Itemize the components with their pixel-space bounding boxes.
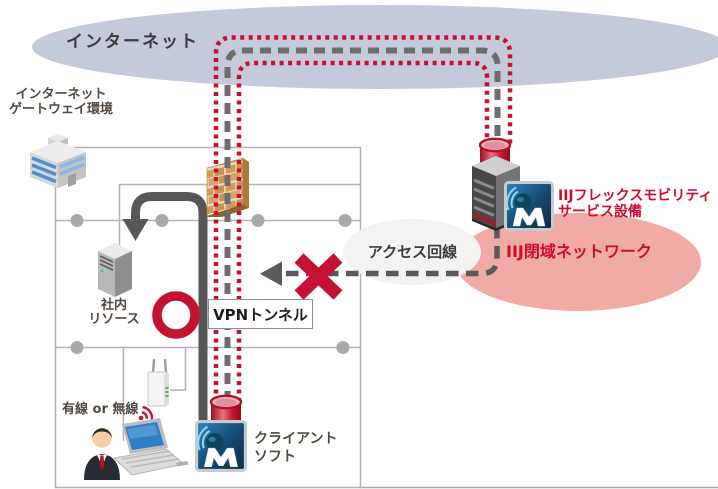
server-connector-line bbox=[118, 183, 360, 246]
ap-connector-line bbox=[170, 347, 187, 391]
iij-closed-network-ellipse bbox=[455, 213, 701, 311]
blocked-route-dashed-line bbox=[272, 226, 500, 277]
traffic-path-to-internal bbox=[131, 192, 208, 424]
lan-node-dot bbox=[70, 214, 84, 227]
iij-flex-mobility-label: IIJフレックスモビリティ サービス設備 bbox=[558, 188, 713, 220]
laptop-icon bbox=[112, 418, 189, 476]
lan-node-dot bbox=[336, 341, 350, 354]
internal-resources-label: 社内 リソース bbox=[88, 298, 140, 327]
access-line-ellipse bbox=[343, 219, 481, 285]
wireless-ap-icon bbox=[147, 358, 169, 407]
internet-gateway-label: インターネット ゲートウェイ環境 bbox=[8, 87, 113, 117]
internal-server-icon bbox=[98, 243, 132, 297]
lan-node-dot bbox=[155, 214, 169, 227]
iij-closed-network-label: IIJ閉域ネットワーク bbox=[506, 242, 652, 261]
service-m-logo-icon bbox=[504, 181, 554, 231]
client-m-logo-icon bbox=[195, 420, 247, 472]
vpn-tunnel-label-text: VPNトンネル bbox=[213, 305, 308, 324]
wifi-icon bbox=[138, 405, 154, 421]
lan-node-dot bbox=[251, 214, 265, 227]
internet-label: インターネット bbox=[66, 32, 199, 52]
iij-equipment-server-icon bbox=[472, 156, 520, 231]
lan-node-dot bbox=[70, 341, 84, 354]
tunnel-traffic-dashed-line bbox=[224, 47, 501, 402]
lan-node-dot bbox=[338, 214, 352, 227]
access-line-label: アクセス回線 bbox=[367, 243, 458, 261]
gateway-building-icon bbox=[30, 134, 86, 188]
allowed-circle-icon bbox=[152, 291, 200, 339]
left-arrow-icon bbox=[260, 261, 282, 286]
down-arrow-icon bbox=[122, 219, 149, 241]
vpn-tunnel-label: VPNトンネル bbox=[208, 299, 313, 329]
user-workstation bbox=[84, 418, 189, 480]
blocked-x-icon bbox=[294, 253, 343, 300]
vpn-tunnel-outer-dotted bbox=[213, 35, 513, 402]
internet-cloud bbox=[32, 5, 718, 89]
person-icon bbox=[84, 428, 120, 480]
lan-node-dots bbox=[70, 214, 352, 354]
office-lan-boundary bbox=[54, 146, 362, 489]
wired-or-wireless-label: 有線 or 無線 bbox=[62, 402, 139, 417]
client-soft-label: クライアント ソフト bbox=[254, 431, 338, 465]
